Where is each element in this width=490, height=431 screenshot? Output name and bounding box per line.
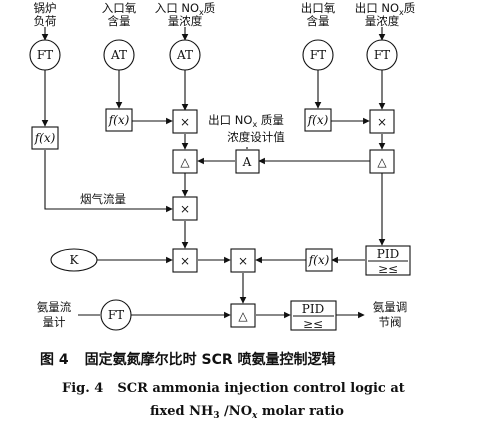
connection-lines: [41, 27, 386, 319]
ammonia-valve-label-line2: 节阀: [379, 315, 402, 329]
svg-text:≥≤: ≥≤: [378, 262, 398, 276]
inlet-nox-label-line2: 量浓度: [168, 14, 203, 28]
flue-gas-flow-label: 烟气流量: [80, 192, 126, 206]
setpoint-label-line1: 出口 NOx 质量: [208, 113, 284, 129]
ft-boiler-load: FT: [29, 39, 61, 71]
inlet-nox-label-line1: 入口 NOx质: [155, 1, 216, 17]
svg-text:f(x): f(x): [34, 131, 56, 145]
at-inlet-nox: AT: [169, 39, 201, 71]
fx-boiler-load: f(x): [31, 126, 59, 150]
ft-outlet-nox: FT: [366, 39, 398, 71]
k-constant: K: [50, 248, 98, 272]
outlet-o2-label-line2: 含量: [307, 14, 330, 28]
svg-text:×: ×: [180, 202, 190, 216]
svg-text:△: △: [377, 155, 387, 169]
outlet-nox-label-line1: 出口 NOx质: [355, 1, 416, 17]
multiplier-outlet-nox: ×: [369, 109, 395, 134]
boiler-load-label-line2: 负荷: [34, 14, 57, 28]
setpoint-a-block: A: [235, 149, 260, 174]
caption-en-line2: fixed NH3 /NOx molar ratio: [150, 404, 344, 421]
ft-ammonia-flow: FT: [100, 299, 132, 331]
svg-text:FT: FT: [108, 308, 124, 322]
svg-text:A: A: [242, 155, 252, 169]
fx-outlet-o2: f(x): [304, 108, 332, 132]
ammonia-valve-label-line1: 氨量调: [373, 300, 408, 314]
svg-text:×: ×: [180, 115, 190, 129]
svg-text:FT: FT: [310, 48, 326, 62]
delta-ammonia: △: [230, 303, 256, 328]
svg-text:×: ×: [377, 115, 387, 129]
pid-outlet-nox: PID ≥≤: [365, 245, 411, 276]
outlet-nox-label-line2: 量浓度: [365, 14, 400, 28]
svg-text:f(x): f(x): [108, 113, 130, 127]
svg-text:AT: AT: [110, 48, 127, 62]
delta-inlet: △: [172, 149, 198, 174]
svg-text:AT: AT: [176, 48, 193, 62]
ft-outlet-o2: FT: [302, 39, 334, 71]
svg-text:△: △: [180, 155, 190, 169]
pid-ammonia: PID ≥≤: [290, 300, 337, 331]
svg-text:FT: FT: [37, 48, 53, 62]
multiplier-k: ×: [172, 248, 198, 273]
svg-text:△: △: [238, 309, 248, 323]
boiler-load-label-line1: 锅炉: [34, 1, 57, 15]
fx-inlet-o2: f(x): [105, 108, 133, 132]
svg-text:FT: FT: [374, 48, 390, 62]
svg-text:PID: PID: [377, 247, 399, 261]
svg-text:≥≤: ≥≤: [303, 317, 323, 331]
setpoint-label-line2: 浓度设计值: [227, 130, 285, 144]
multiplier-correction: ×: [230, 248, 256, 273]
outlet-o2-label-line1: 出口氧: [301, 1, 336, 15]
svg-text:×: ×: [238, 254, 248, 268]
svg-text:f(x): f(x): [308, 253, 330, 267]
svg-text:f(x): f(x): [307, 113, 329, 127]
svg-text:PID: PID: [302, 302, 324, 316]
delta-outlet: △: [369, 149, 395, 174]
inlet-o2-label-line2: 含量: [108, 14, 131, 28]
fx-pid-output: f(x): [305, 248, 333, 272]
multiplier-flue-gas: ×: [172, 196, 198, 221]
svg-text:×: ×: [180, 254, 190, 268]
ammonia-flow-label-line1: 氨量流: [37, 300, 72, 314]
at-inlet-o2: AT: [103, 39, 135, 71]
svg-text:K: K: [70, 253, 80, 267]
multiplier-inlet-nox: ×: [172, 109, 198, 134]
ammonia-flow-label-line2: 量计: [43, 315, 66, 329]
inlet-o2-label-line1: 入口氧: [102, 1, 137, 15]
